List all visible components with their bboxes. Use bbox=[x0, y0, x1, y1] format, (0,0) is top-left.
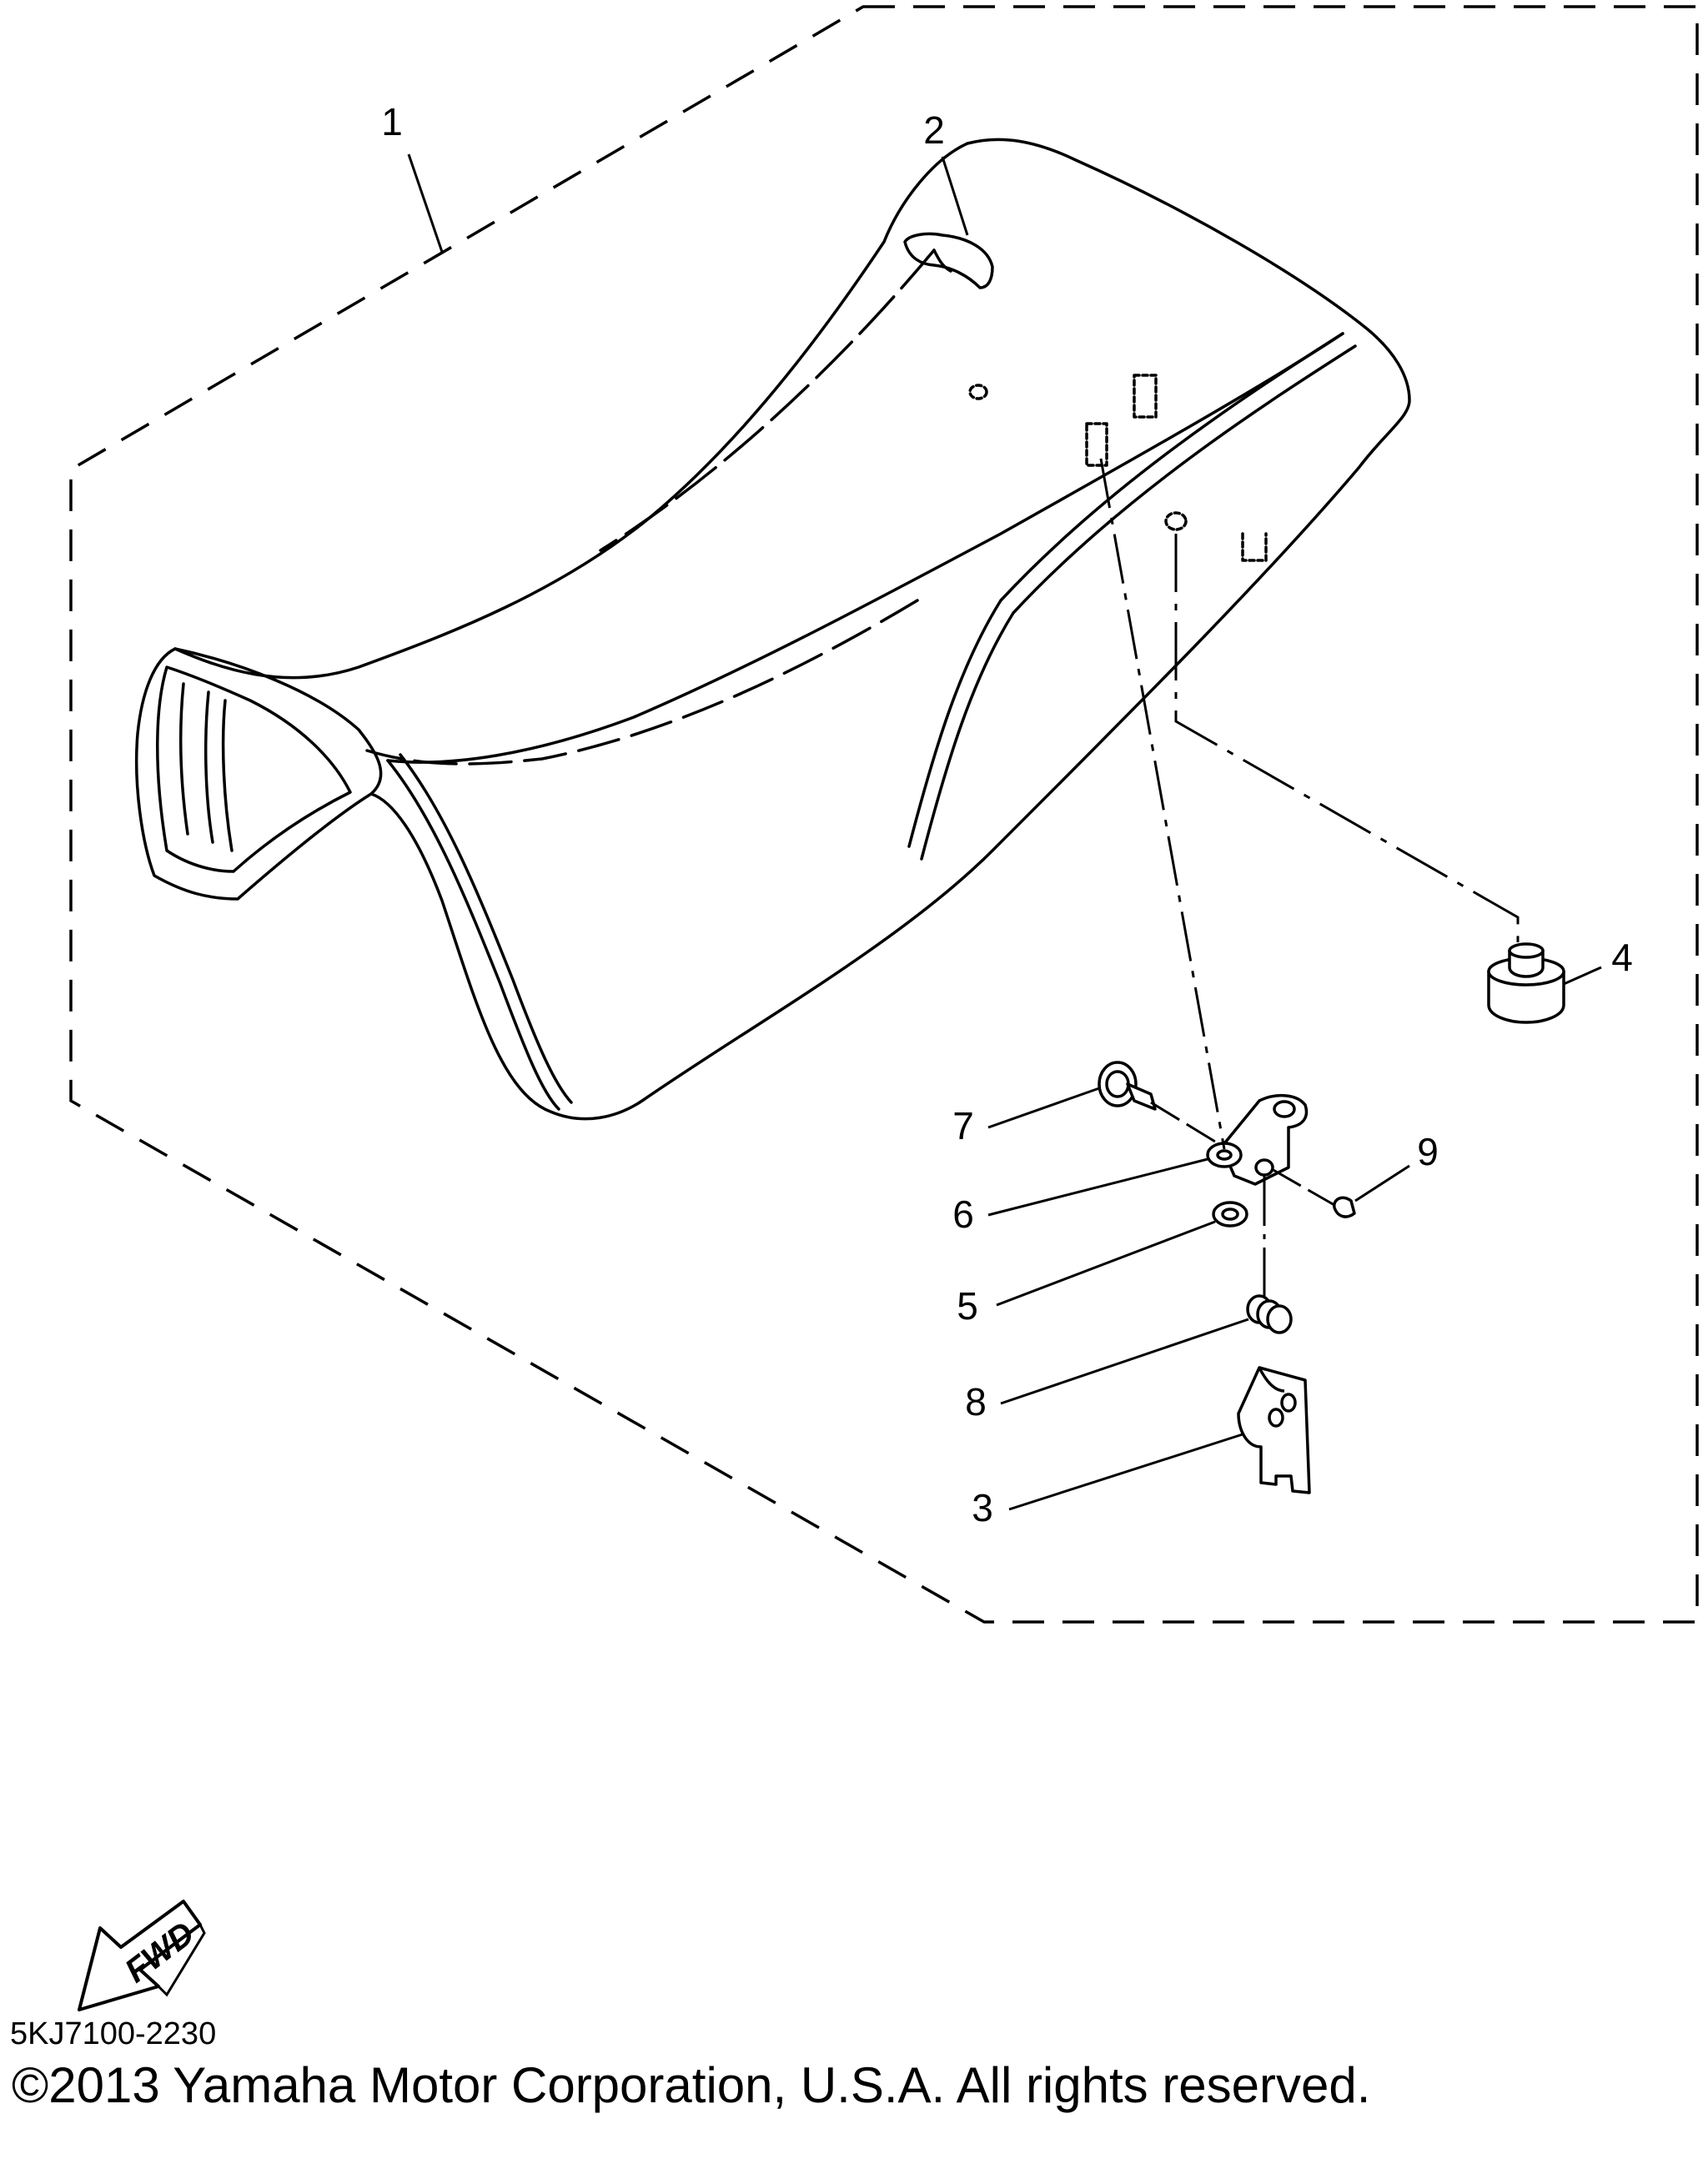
leader-2 bbox=[941, 156, 969, 236]
leader-1 bbox=[407, 153, 444, 253]
callout-8: 8 bbox=[965, 1380, 987, 1423]
seat-front-rib-1 bbox=[178, 682, 189, 836]
seat-bolt-marker-1 bbox=[1133, 374, 1158, 419]
leader-6 bbox=[987, 1157, 1208, 1217]
leader-5 bbox=[996, 1220, 1216, 1307]
seat-front-rib-2 bbox=[203, 690, 214, 844]
callout-2: 2 bbox=[923, 108, 945, 152]
seat-right-piping-inner bbox=[920, 344, 1357, 861]
nut-part-5 bbox=[1212, 1201, 1248, 1228]
callout-7: 7 bbox=[952, 1104, 974, 1147]
seat-hook-marker bbox=[1241, 532, 1268, 562]
callout-1: 1 bbox=[381, 100, 403, 143]
seat-assembly bbox=[134, 138, 1411, 1121]
seat-hole-marker bbox=[968, 384, 988, 400]
clip-part-9 bbox=[1333, 1196, 1356, 1218]
seat-mid-stitch bbox=[365, 599, 919, 766]
bracket-assembly bbox=[1206, 1094, 1309, 1186]
assembly-boundary bbox=[69, 5, 1699, 1624]
callout-4: 4 bbox=[1611, 936, 1633, 979]
catch-part-3 bbox=[1237, 1366, 1311, 1494]
centerline-bolt bbox=[1099, 458, 1226, 1150]
seat-front-rib-3 bbox=[221, 699, 234, 852]
seat-hole-marker-2 bbox=[1164, 511, 1188, 531]
callout-9: 9 bbox=[1417, 1130, 1439, 1173]
small-parts bbox=[1098, 942, 1565, 1494]
damper-part-4 bbox=[1487, 942, 1565, 1024]
callouts: 1 2 3 4 5 6 7 8 9 bbox=[381, 100, 1633, 1529]
center-lines bbox=[1099, 458, 1520, 1301]
seat-lower-edge-inner bbox=[399, 753, 573, 1104]
callout-5: 5 bbox=[957, 1284, 978, 1328]
seat-right-piping bbox=[907, 332, 1344, 848]
seat-strap-crease bbox=[932, 249, 952, 273]
seat-top-edge bbox=[173, 240, 886, 680]
leader-3 bbox=[1008, 1433, 1243, 1511]
centerline-damper bbox=[1174, 534, 1520, 942]
callout-3: 3 bbox=[972, 1486, 993, 1529]
leader-7 bbox=[987, 1087, 1100, 1129]
diagram-code: 5KJ7100-2230 bbox=[10, 2016, 217, 2051]
bolt-part-7 bbox=[1098, 1061, 1157, 1111]
spring-part-8 bbox=[1246, 1294, 1293, 1334]
seat-front-face bbox=[134, 647, 383, 901]
seat-top-outline bbox=[369, 138, 1411, 1121]
leader-8 bbox=[1000, 1318, 1249, 1405]
fwd-arrow-icon: FWD bbox=[78, 1900, 206, 2011]
centerline-7 bbox=[1150, 1101, 1220, 1146]
callout-6: 6 bbox=[952, 1192, 974, 1236]
seat-top-piping bbox=[386, 332, 1344, 764]
centerline-9 bbox=[1271, 1167, 1335, 1207]
leader-4 bbox=[1563, 966, 1602, 986]
seat-lower-edge bbox=[386, 759, 560, 1111]
seat-front-inner bbox=[156, 665, 352, 873]
seat-upper-stitch bbox=[599, 249, 936, 552]
seat-bolt-marker-2 bbox=[1085, 422, 1108, 467]
leader-lines bbox=[407, 153, 1602, 1511]
copyright-notice: ©2013 Yamaha Motor Corporation, U.S.A. A… bbox=[12, 2057, 1371, 2113]
seat-strap bbox=[903, 232, 994, 289]
leader-9 bbox=[1354, 1164, 1410, 1203]
